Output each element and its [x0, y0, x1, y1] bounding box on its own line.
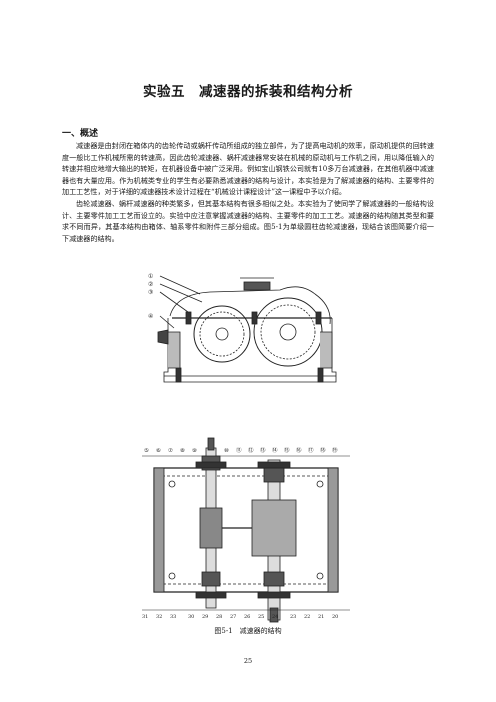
figure-label-section-15: ⑮: [284, 446, 290, 454]
figure-caption: 图5-1 减速器的结构: [214, 627, 282, 635]
figure-label-section-13: ⑬: [260, 446, 266, 454]
figure-label-bottom-20: 20: [332, 614, 338, 620]
figure-label-bottom-24: 24: [272, 614, 278, 620]
figure-label-bottom-22: 22: [304, 614, 310, 620]
figure-label-section-9: ⑨: [192, 447, 197, 454]
figure-label-top-4: ④: [148, 313, 153, 320]
figure-label-bottom-21: 21: [318, 614, 324, 620]
figure-label-top-1: ①: [148, 273, 153, 280]
figure-label-top-2: ②: [148, 281, 153, 288]
figure-label-section-8: ⑧: [180, 447, 185, 454]
body-text: 减速器是由封闭在箱体内的齿轮传动或蜗杆传动所组成的独立部件，为了提高电动机的效率…: [62, 140, 434, 244]
figure-label-section-16: ⑯: [296, 446, 302, 454]
reducer-elevation-view: [157, 275, 337, 383]
figure-label-bottom-29: 29: [202, 614, 208, 620]
figure-label-bottom-26: 26: [244, 614, 250, 620]
reducer-figure: ① ② ③ ④: [140, 272, 352, 624]
figure-label-bottom-33: 33: [170, 614, 176, 620]
figure-label-bottom-27: 27: [230, 614, 236, 620]
figure-label-bottom-28: 28: [216, 614, 222, 620]
figure-label-bottom-32: 32: [156, 614, 162, 620]
figure-label-section-10: ⑩: [224, 447, 229, 454]
figure-label-section-7: ⑦: [168, 447, 173, 454]
figure-label-section-6: ⑥: [156, 447, 161, 454]
figure-label-top-3: ③: [148, 289, 153, 296]
figure-label-bottom-30: 30: [188, 614, 194, 620]
page-number: 25: [243, 657, 253, 665]
figure-label-section-14: ⑭: [272, 446, 278, 454]
figure-label-bottom-23: 23: [290, 614, 296, 620]
figure-label-section-17: ⑰: [308, 446, 314, 454]
figure-label-bottom-25: 25: [258, 614, 264, 620]
section-heading: 一、概述: [62, 129, 99, 139]
page-title: 实验五 减速器的拆装和结构分析: [143, 84, 353, 100]
figure-label-section-12: ⑫: [248, 446, 254, 454]
figure-label-section-19: ⑲: [332, 446, 338, 454]
figure-label-section-18: ⑱: [320, 446, 326, 454]
paragraph-2: 齿轮减速器、蜗杆减速器的种类繁多，但其基本结构有很多相似之处。本实验为了使同学了…: [62, 198, 434, 243]
paragraph-1: 减速器是由封闭在箱体内的齿轮传动或蜗杆传动所组成的独立部件，为了提高电动机的效率…: [62, 141, 434, 197]
reducer-drawing: ① ② ③ ④: [142, 273, 350, 623]
figure-label-section-11: ⑪: [236, 446, 242, 454]
figure-label-bottom-31: 31: [142, 614, 148, 620]
figure-label-section-5: ⑤: [144, 447, 149, 454]
reducer-section-view: [142, 437, 350, 623]
